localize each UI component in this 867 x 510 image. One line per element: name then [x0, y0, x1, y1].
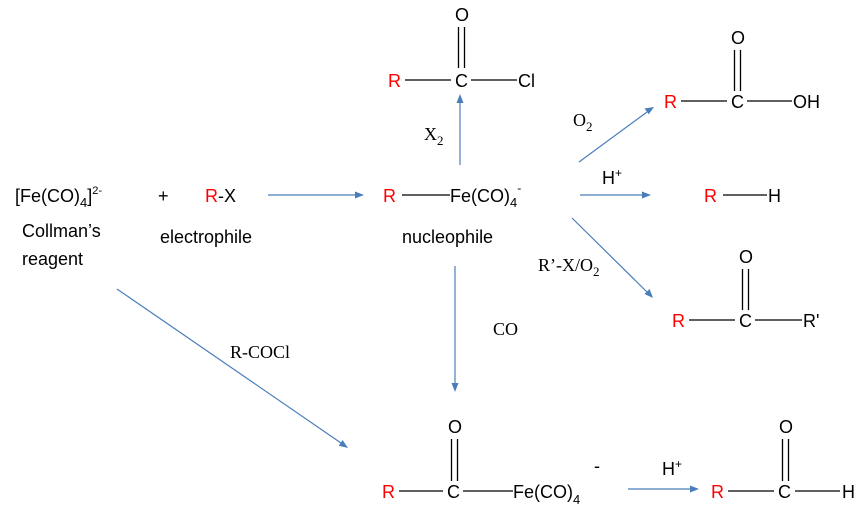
condition-r-prime-x-o2: R’-X/O2: [538, 255, 600, 279]
atom-r-prime: R': [803, 311, 819, 331]
arrowhead: [644, 107, 654, 115]
atom-c: C: [739, 311, 752, 331]
arrowhead: [338, 440, 348, 448]
arrowhead: [456, 94, 464, 103]
collmans-reagent: [Fe(CO)4]2- Collman’s reagent: [15, 185, 102, 269]
condition-x2: X2: [424, 124, 444, 148]
atom-c: C: [455, 71, 468, 91]
alkane: R H: [704, 186, 781, 206]
atom-r: R: [382, 482, 395, 502]
atom-oh: OH: [793, 92, 820, 112]
nucleophile: R Fe(CO)4- nucleophile: [383, 181, 521, 247]
atom-o: O: [779, 417, 793, 437]
atom-c: C: [731, 92, 744, 112]
arrow-to-ketone: [571, 217, 648, 293]
arrowhead: [355, 191, 364, 199]
electrophile-formula: R-X: [205, 186, 236, 206]
condition-r-cocl: R-COCl: [230, 342, 290, 362]
acyl-iron-complex: O R C Fe(CO)4 -: [382, 417, 600, 507]
reagent-name-line2: reagent: [22, 249, 83, 269]
plus-sign: +: [158, 186, 169, 206]
electrophile-label: electrophile: [160, 227, 252, 247]
atom-r: R: [704, 186, 717, 206]
atom-h: H: [768, 186, 781, 206]
ketone: O R C R': [672, 247, 819, 331]
arrowhead: [451, 383, 459, 392]
condition-h-plus-bottom: H+: [662, 457, 682, 479]
arrow-reagent-to-acyl-iron: [116, 288, 342, 444]
nucleophile-r: R: [383, 186, 396, 206]
charge-minus: -: [594, 456, 600, 476]
atom-h: H: [842, 482, 855, 502]
arrow-to-carboxylic-acid: [578, 111, 648, 163]
aldehyde: O R C H: [711, 417, 855, 502]
atom-cl: Cl: [518, 71, 535, 91]
atom-o: O: [731, 28, 745, 48]
atom-r: R: [672, 311, 685, 331]
atom-o: O: [739, 247, 753, 267]
arrowhead: [642, 191, 651, 199]
carboxylic-acid: O R C OH: [664, 28, 820, 112]
atom-c: C: [778, 482, 791, 502]
atom-r: R: [711, 482, 724, 502]
condition-h-plus-top: H+: [602, 166, 622, 188]
electrophile: R-X electrophile: [160, 186, 252, 247]
reagent-name-line1: Collman’s: [22, 221, 101, 241]
reagent-formula: [Fe(CO)4]2-: [15, 185, 102, 210]
atom-o: O: [455, 5, 469, 25]
atom-r: R: [664, 92, 677, 112]
arrowhead: [644, 289, 653, 298]
atom-r: R: [388, 71, 401, 91]
nucleophile-metal: Fe(CO)4-: [450, 181, 521, 210]
iron-fragment: Fe(CO)4: [513, 482, 580, 507]
atom-c: C: [447, 482, 460, 502]
arrowhead: [690, 485, 699, 493]
nucleophile-label: nucleophile: [402, 227, 493, 247]
atom-o: O: [448, 417, 462, 437]
condition-o2: O2: [573, 110, 593, 134]
condition-co: CO: [493, 319, 518, 339]
acyl-chloride: O R C Cl: [388, 5, 535, 91]
